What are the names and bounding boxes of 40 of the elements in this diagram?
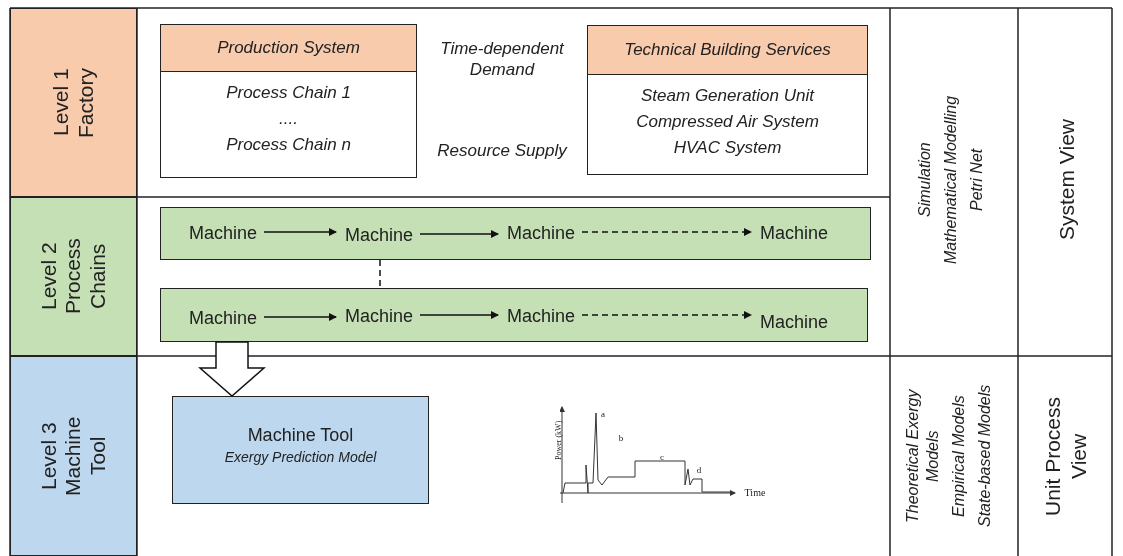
arrow — [263, 313, 337, 321]
phase-label: c — [659, 451, 665, 465]
arrow — [419, 230, 499, 238]
level-band: Level 1 Factory — [10, 8, 137, 197]
machine-label: Machine — [181, 221, 265, 245]
machine-label: Machine — [337, 223, 421, 247]
level-band: Level 3 Machine Tool — [10, 356, 137, 556]
view-label: Unit Process View — [1039, 395, 1091, 518]
flow-label: Resource Supply — [436, 140, 569, 163]
flow-label: Time-dependent Demand — [439, 37, 566, 81]
machine-tool-box: Machine Tool Exergy Prediction Model — [172, 396, 429, 504]
phase-label: d — [695, 464, 703, 478]
machine-label: Machine — [337, 304, 421, 328]
block-arrow — [198, 341, 266, 397]
phase-label: b — [617, 432, 625, 446]
machine-label: Machine — [752, 221, 836, 245]
machine-label: Machine — [752, 310, 836, 334]
process-chain-bar — [160, 288, 868, 342]
method-label: Petri Net — [967, 147, 986, 214]
machine-label: Machine — [499, 304, 583, 328]
method-label: Empirical Models — [949, 394, 968, 519]
peak-label: a — [600, 408, 606, 422]
axis-label: Time — [743, 486, 767, 500]
category-box: Production System Process Chain 1 .... Process Chain n — [160, 24, 417, 178]
arrow — [263, 228, 337, 236]
method-label: Mathematical Modelling — [941, 94, 960, 267]
method-label: Simulation — [915, 141, 934, 220]
axis-label: Power (kW) — [553, 419, 564, 462]
level-band: Level 2 Process Chains — [10, 197, 137, 356]
method-label: State-based Models — [975, 383, 994, 530]
process-chain-bar — [160, 207, 871, 260]
arrow — [419, 311, 499, 319]
machine-label: Machine — [499, 221, 583, 245]
view-label: System View — [1053, 118, 1079, 243]
arrow — [581, 228, 752, 236]
connector-line — [379, 259, 381, 289]
machine-label: Machine — [181, 306, 265, 330]
arrow — [581, 311, 752, 319]
method-label: Theoretical Exergy Models — [903, 388, 942, 525]
category-box: Technical Building Services Steam Generation Unit Compressed Air System HVAC System — [587, 25, 868, 175]
